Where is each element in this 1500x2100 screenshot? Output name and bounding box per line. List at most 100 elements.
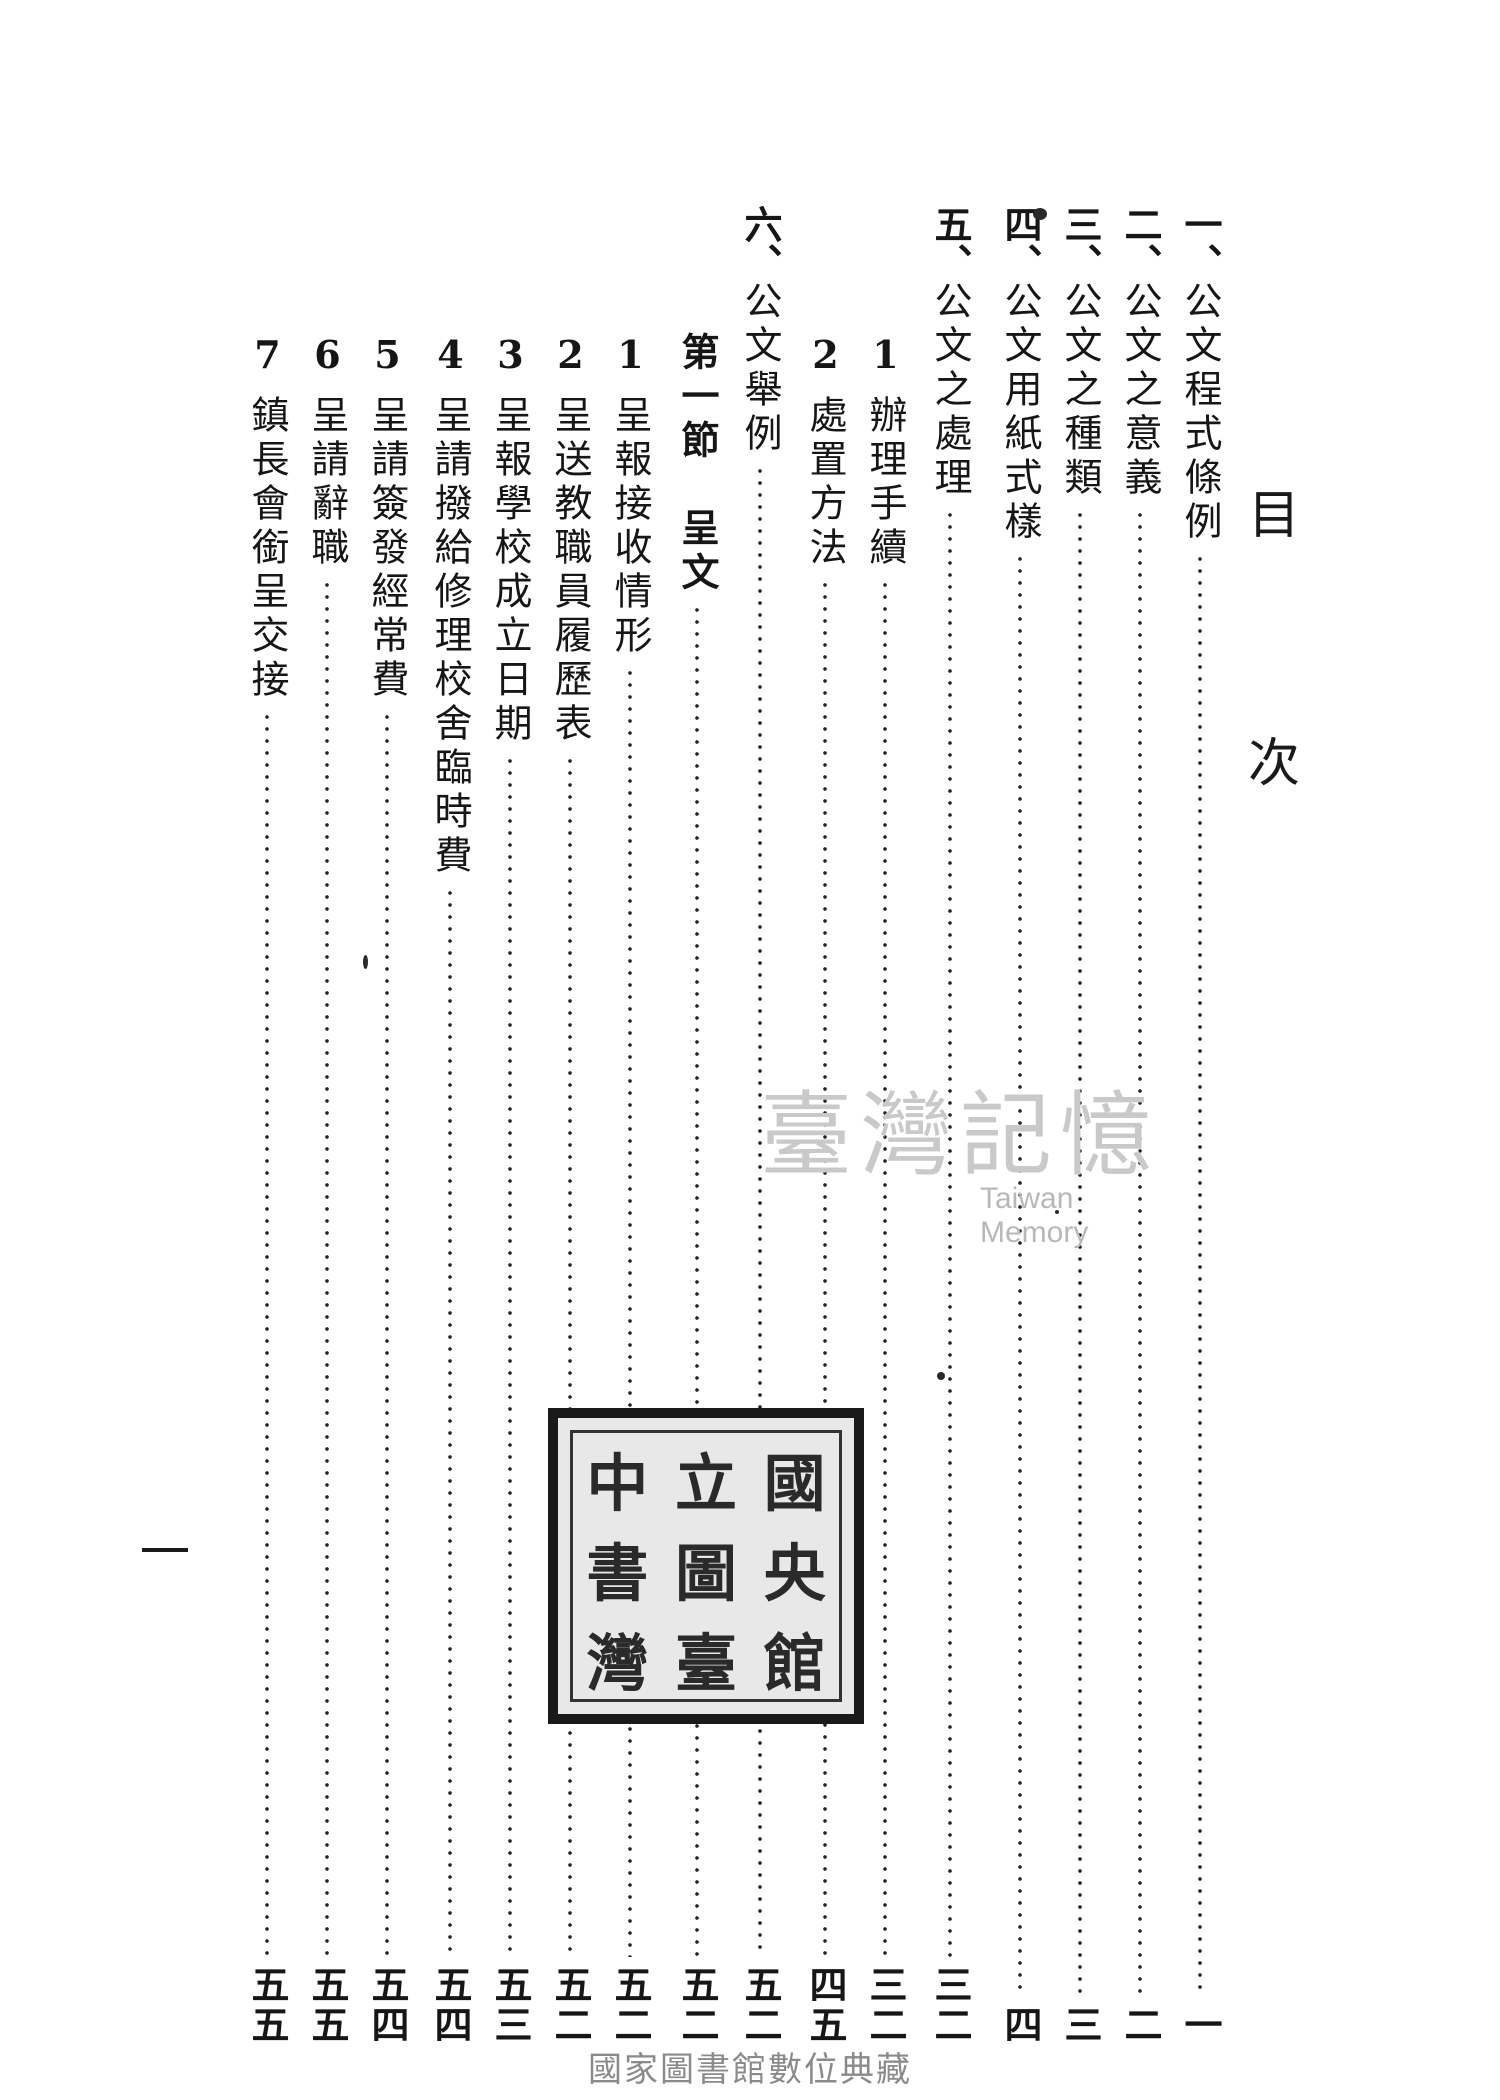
dot-leader <box>882 579 888 1957</box>
dot-leader <box>627 667 633 1957</box>
toc-entry-page: 一 <box>1178 2005 1223 2045</box>
toc-entry-number: 3 <box>488 332 533 377</box>
seal-char: 中 <box>586 1447 649 1520</box>
toc-entry-label: 公文用紙式樣 <box>998 281 1042 545</box>
dot-leader <box>1197 553 1203 1997</box>
dot-leader <box>757 465 763 1957</box>
toc-section-label: 第一節 呈文 <box>675 332 720 596</box>
toc-entry: 2 處置方法 四五 <box>800 332 850 2045</box>
toc-entry-label: 處置方法 <box>803 395 847 571</box>
toc-entry-label: 呈請撥給修理校舍臨時費 <box>428 395 472 879</box>
toc-entry-page: 四 <box>998 2005 1043 2045</box>
dot-leader <box>947 509 953 1957</box>
toc-entry-page: 五二 <box>608 1965 653 2045</box>
toc-entry-number: 五、 <box>928 205 973 281</box>
seal-grid: 國 立 中 央 圖 書 館 臺 灣 <box>570 1430 842 1702</box>
dot-leader <box>1077 509 1083 1997</box>
toc-entry-page: 四五 <box>803 1965 848 2045</box>
seal-char: 書 <box>586 1537 649 1610</box>
seal-char: 圖 <box>675 1537 738 1610</box>
toc-entry-page: 五五 <box>245 1965 290 2045</box>
toc-entry-page: 五二 <box>738 1965 783 2045</box>
toc-entry-number: 2 <box>803 332 848 377</box>
seal-char: 館 <box>763 1627 826 1700</box>
toc-entry-number: 4 <box>428 332 473 377</box>
toc-entry-number: 7 <box>245 332 290 377</box>
toc-entry-number: 5 <box>365 332 410 377</box>
toc-entry-label: 辦理手續 <box>863 395 907 571</box>
dot-leader <box>1017 553 1023 1997</box>
toc-entry-label: 呈報接收情形 <box>608 395 652 659</box>
toc-entry: 第一節 呈文 五二 <box>672 332 722 2045</box>
toc-entry: 2 呈送教職員履歷表 五二 <box>545 332 595 2045</box>
toc-entry-label: 公文程式條例 <box>1178 281 1222 545</box>
watermark-subtext: Taiwan Memory <box>980 1182 1089 1249</box>
dot-leader <box>264 711 270 1957</box>
toc-entry: 六、 公文舉例 五二 <box>735 205 785 2045</box>
toc-entry-page: 五四 <box>428 1965 473 2045</box>
toc-entry-number: 三、 <box>1058 205 1103 281</box>
toc-entry: 1 辦理手續 三二 <box>860 332 910 2045</box>
toc-entry-number: 二、 <box>1118 205 1163 281</box>
toc-entry-page: 五二 <box>548 1965 593 2045</box>
seal-char: 立 <box>675 1447 738 1520</box>
toc-entry: 二、 公文之意義 二 <box>1115 205 1165 2045</box>
footer-archive-credit: 國家圖書館數位典藏 <box>588 2050 912 2090</box>
toc-entry-label: 公文之處理 <box>928 281 972 501</box>
scan-speck <box>937 1372 945 1380</box>
toc-entry: 4 呈請撥給修理校舍臨時費 五四 <box>425 332 475 2045</box>
toc-entry-page: 二 <box>1118 2005 1163 2045</box>
toc-entry-label: 公文之意義 <box>1118 281 1162 501</box>
watermark: 臺灣記憶 Taiwan Memory <box>760 1082 1161 1250</box>
toc-entry-page: 五二 <box>675 1965 720 2045</box>
watermark-text: 臺灣記憶 <box>760 1082 1161 1189</box>
toc-entry-number: 六、 <box>738 205 783 281</box>
toc-entry: 四、 公文用紙式樣 四 <box>995 205 1045 2045</box>
seal-char: 灣 <box>586 1627 649 1700</box>
toc-entry: 1 呈報接收情形 五二 <box>605 332 655 2045</box>
scan-speck <box>363 955 368 969</box>
toc-entry-label: 呈請簽發經常費 <box>365 395 409 703</box>
library-seal: 國 立 中 央 圖 書 館 臺 灣 <box>548 1408 864 1724</box>
toc-entry: 五、 公文之處理 三二 <box>925 205 975 2045</box>
toc-entry: 6 呈請辭職 五五 <box>302 332 352 2045</box>
toc-entry-label: 鎮長會銜呈交接 <box>245 395 289 703</box>
toc-entry-number: 一、 <box>1178 205 1223 281</box>
toc-entry: 5 呈請簽發經常費 五四 <box>362 332 412 2045</box>
toc-entry-label: 呈送教職員履歷表 <box>548 395 592 747</box>
toc-entry-number: 2 <box>548 332 593 377</box>
toc-entry-label: 呈請辭職 <box>305 395 349 571</box>
toc-entry-number: 1 <box>863 332 908 377</box>
toc-entry-label: 公文舉例 <box>738 281 782 457</box>
dot-leader <box>694 604 700 1957</box>
seal-char: 國 <box>763 1447 826 1520</box>
seal-char: 臺 <box>675 1627 738 1700</box>
dot-leader <box>822 579 828 1957</box>
dot-leader <box>324 579 330 1957</box>
toc-entry-page: 五五 <box>305 1965 350 2045</box>
toc-title-char-1: 目 <box>1248 486 1301 546</box>
scan-speck <box>1033 208 1047 220</box>
dot-leader <box>384 711 390 1957</box>
toc-entry-label: 公文之種類 <box>1058 281 1102 501</box>
toc-entry-number: 6 <box>305 332 350 377</box>
dot-leader <box>567 755 573 1957</box>
seal-char: 央 <box>763 1537 826 1610</box>
toc-entry: 三、 公文之種類 三 <box>1055 205 1105 2045</box>
toc-entry: 7 鎮長會銜呈交接 五五 <box>242 332 292 2045</box>
toc-entry-label: 呈報學校成立日期 <box>488 395 532 747</box>
toc-title-char-2: 次 <box>1248 734 1301 794</box>
toc-entry-page: 五三 <box>488 1965 533 2045</box>
toc-entry: 3 呈報學校成立日期 五三 <box>485 332 535 2045</box>
toc-entry-page: 三二 <box>928 1965 973 2045</box>
toc-entry-page: 三 <box>1058 2005 1103 2045</box>
dot-leader <box>1137 509 1143 1997</box>
toc-entry-page: 五四 <box>365 1965 410 2045</box>
folio-page-number <box>142 1548 188 1552</box>
toc-entry-page: 三二 <box>863 1965 908 2045</box>
toc-entry-number: 1 <box>608 332 653 377</box>
scan-speck <box>1055 1210 1059 1214</box>
dot-leader <box>447 887 453 1957</box>
toc-entry: 一、 公文程式條例 一 <box>1175 205 1225 2045</box>
